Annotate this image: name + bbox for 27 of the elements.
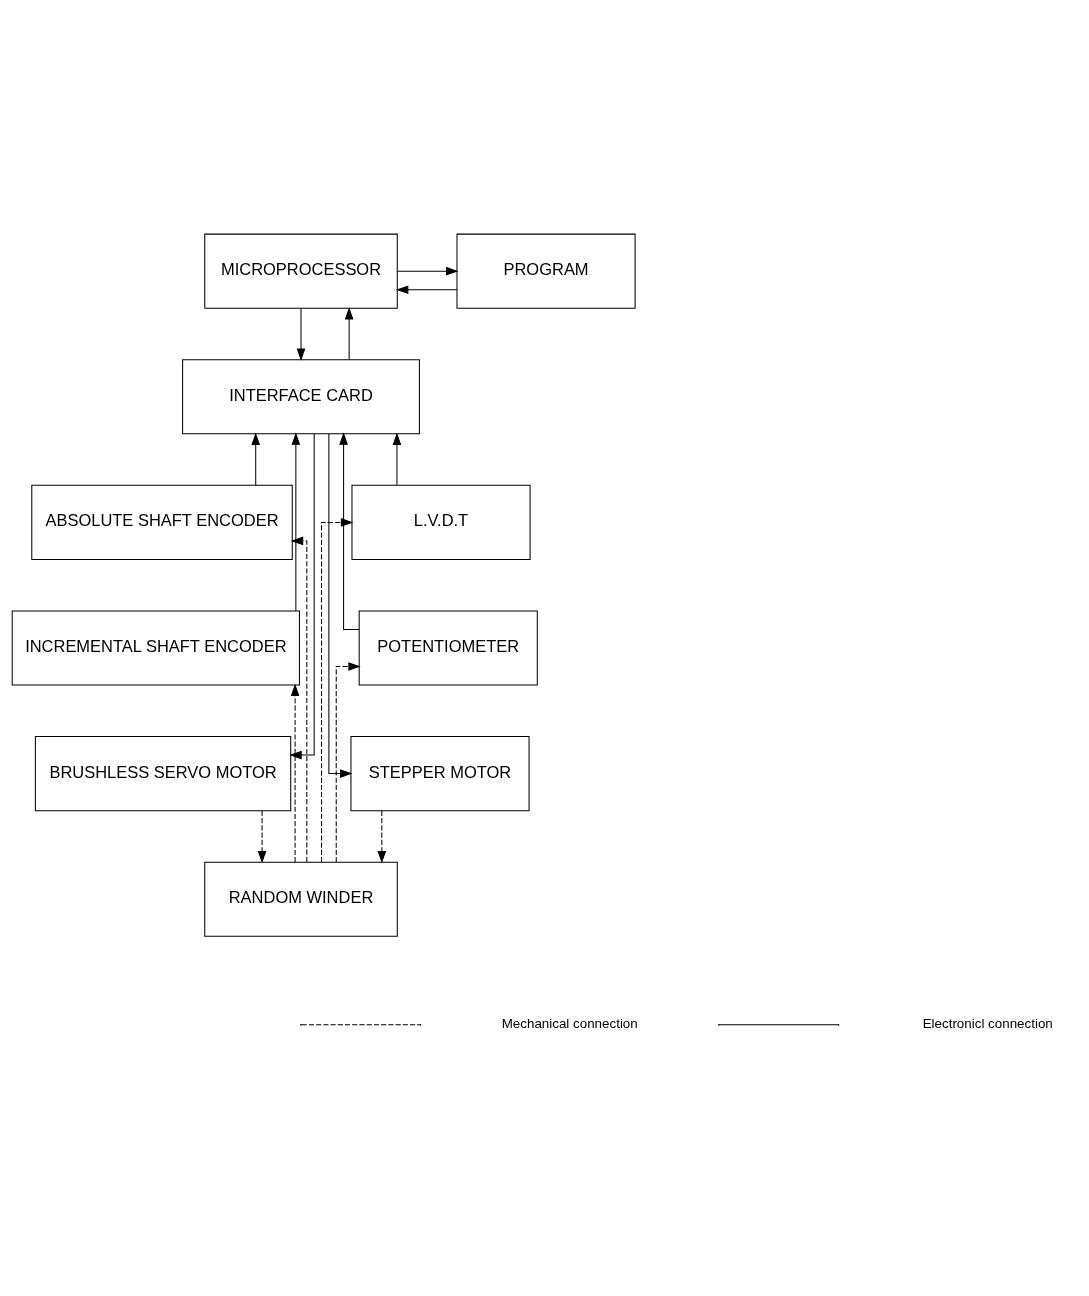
legend-label: Electronicl connection xyxy=(922,1016,1053,1032)
arrow xyxy=(296,308,306,361)
node-box: POTENTIOMETER xyxy=(358,610,538,686)
arrow xyxy=(289,433,315,760)
node-box: PROGRAM xyxy=(456,233,636,309)
arrow xyxy=(392,432,402,486)
arrow xyxy=(251,432,261,486)
node-box: ABSOLUTE SHAFT ENCODER xyxy=(31,484,293,560)
node-box: L.V.D.T xyxy=(351,484,531,560)
node-box: MICROPROCESSOR xyxy=(204,233,398,309)
legend-label: Mechanical connection xyxy=(501,1016,638,1032)
node-box: RANDOM WINDER xyxy=(204,861,398,937)
arrow xyxy=(328,433,353,778)
node-box: INTERFACE CARD xyxy=(182,359,420,435)
node-box: INCREMENTAL SHAFT ENCODER xyxy=(11,610,300,686)
arrow xyxy=(397,266,459,276)
node-box: STEPPER MOTOR xyxy=(350,736,530,812)
node-box: BRUSHLESS SERVO MOTOR xyxy=(34,736,292,812)
arrow xyxy=(377,810,387,864)
arrow xyxy=(321,518,354,863)
arrow xyxy=(291,432,301,612)
arrow xyxy=(257,810,267,864)
arrow xyxy=(335,662,361,863)
arrow xyxy=(290,536,308,863)
arrow xyxy=(396,285,458,295)
arrow xyxy=(290,683,300,863)
arrow xyxy=(344,307,354,360)
